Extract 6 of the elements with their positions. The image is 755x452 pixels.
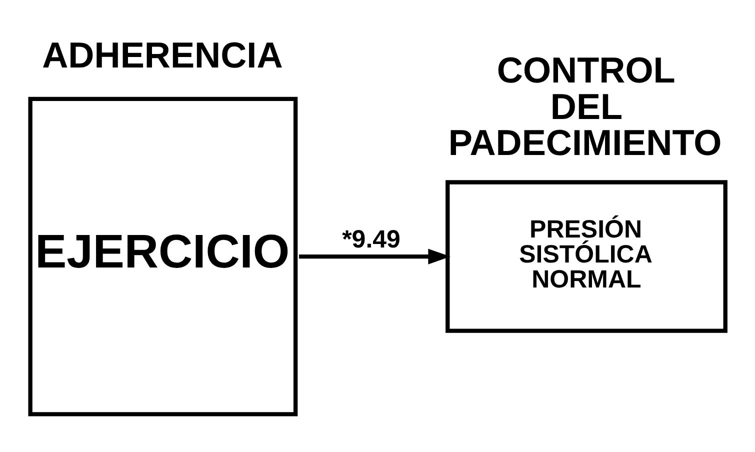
node-label: ADHERENCIA [42,34,283,76]
node-label: CONTROL DEL PADECIMIENTO [448,50,722,163]
edge-label: *9.49 [342,225,400,254]
node-box: PRESIÓN SISTÓLICA NORMAL [446,180,728,333]
node-box: EJERCICIO [28,96,298,416]
arrow [299,248,450,264]
